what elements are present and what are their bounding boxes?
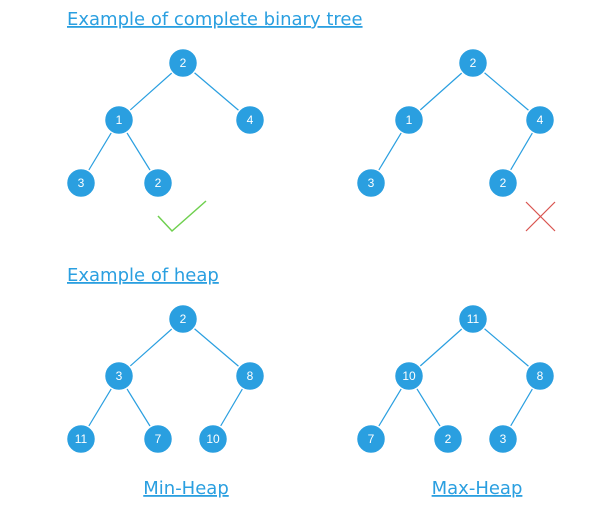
node-label: 2 [180,312,187,326]
tree-node: 7 [142,423,174,455]
tree-node: 2 [432,423,464,455]
node-label: 4 [247,113,254,127]
caption-max-heap: Max-Heap [432,478,523,499]
caption-min-heap: Min-Heap [143,478,229,499]
node-label: 2 [445,432,452,446]
node-label: 1 [116,113,123,127]
node-label: 3 [500,432,507,446]
node-label: 3 [368,176,375,190]
node-label: 3 [78,176,85,190]
tree-node: 10 [197,423,229,455]
tree-node: 2 [167,303,199,335]
tree-node: 1 [103,104,135,136]
tree-node: 7 [355,423,387,455]
node-label: 7 [368,432,375,446]
tree-node: 2 [167,47,199,79]
cross-icon [525,201,556,232]
tree-min-heap: 2 3 8 11 7 10 [65,303,266,455]
tree-node: 3 [65,167,97,199]
tree-node: 4 [234,104,266,136]
heading-heap: Example of heap [67,265,219,286]
node-label: 7 [155,432,162,446]
tree-node: 1 [393,104,425,136]
node-label: 10 [206,432,220,446]
tree-complete-invalid: 2 1 4 3 2 [355,47,556,232]
tree-node: 10 [393,360,425,392]
node-label: 10 [402,369,416,383]
tree-node: 8 [524,360,556,392]
check-icon [157,200,207,233]
node-label: 8 [247,369,254,383]
tree-node: 11 [457,303,489,335]
tree-node: 11 [65,423,97,455]
tree-node: 8 [234,360,266,392]
tree-node: 3 [355,167,387,199]
node-label: 2 [470,56,477,70]
node-label: 11 [467,312,480,326]
node-label: 2 [155,176,162,190]
node-label: 11 [75,432,88,446]
node-label: 4 [537,113,544,127]
tree-node: 4 [524,104,556,136]
tree-node: 2 [487,167,519,199]
tree-complete-valid: 2 1 4 3 2 [65,47,266,233]
node-label: 8 [537,369,544,383]
heading-complete-binary-tree: Example of complete binary tree [67,9,363,30]
node-label: 3 [116,369,123,383]
tree-node: 3 [487,423,519,455]
tree-node: 2 [457,47,489,79]
tree-node: 2 [142,167,174,199]
node-label: 1 [406,113,413,127]
node-label: 2 [180,56,187,70]
tree-max-heap: 11 10 8 7 2 3 [355,303,556,455]
tree-node: 3 [103,360,135,392]
node-label: 2 [500,176,507,190]
